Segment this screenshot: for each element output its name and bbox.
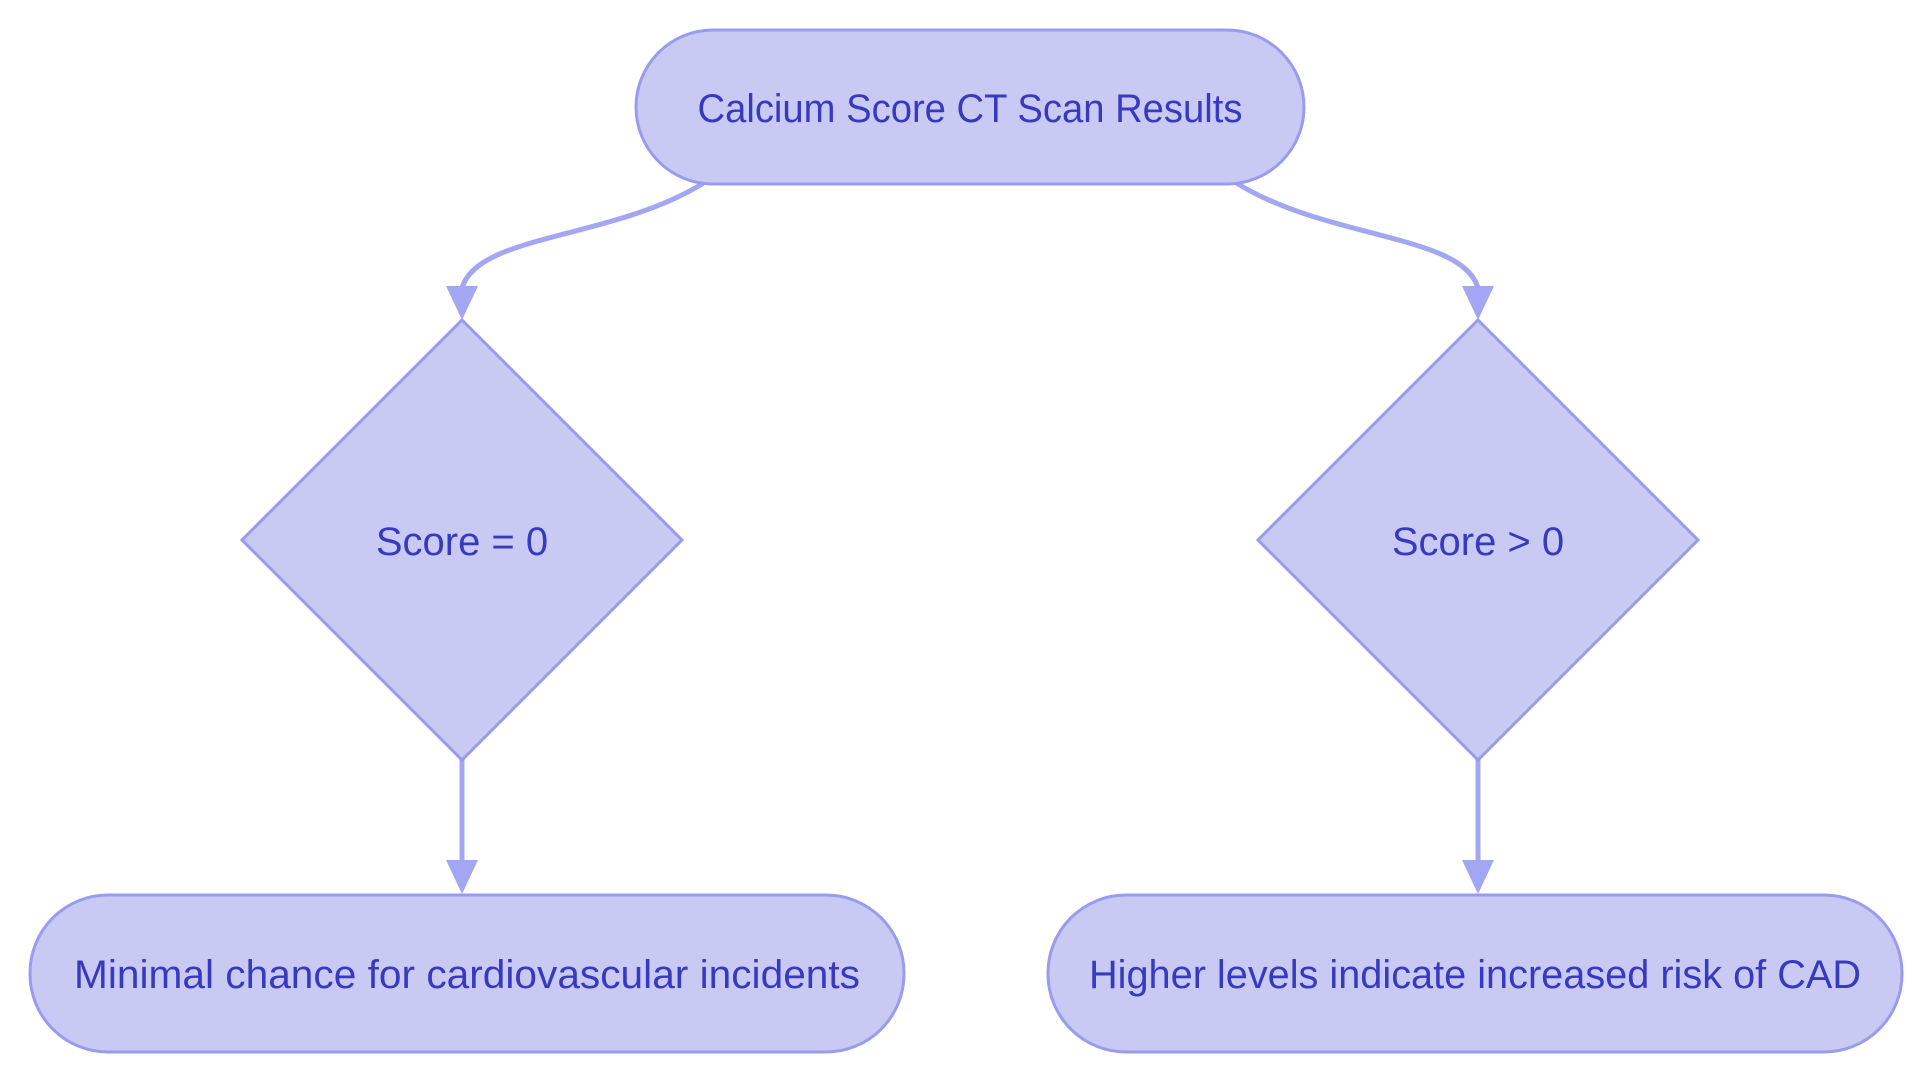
node-calcium-score-results [634,28,1306,186]
node-group: Calcium Score CT Scan Results Score = 0 … [28,28,1904,1054]
edge-root-to-score-zero [459,181,705,291]
node-outcome-increased-risk [1046,893,1904,1054]
node-decision-score-zero [239,317,685,763]
node-outcome-minimal-risk-label: Minimal chance for cardiovascular incide… [74,953,860,997]
node-decision-score-positive-label: Score > 0 [1392,520,1564,564]
arrowhead-icon [446,286,478,320]
node-decision-score-zero-label: Score = 0 [376,520,548,564]
arrowhead-icon [1462,860,1494,894]
arrowhead-icon [1462,286,1494,320]
edge-root-to-score-positive [1235,181,1481,291]
edge-group [446,181,1494,894]
node-calcium-score-results-label: Calcium Score CT Scan Results [698,87,1243,131]
node-outcome-minimal-risk [28,893,906,1054]
node-decision-score-positive [1255,317,1701,763]
node-outcome-increased-risk-label: Higher levels indicate increased risk of… [1089,953,1861,997]
arrowhead-icon [446,860,478,894]
